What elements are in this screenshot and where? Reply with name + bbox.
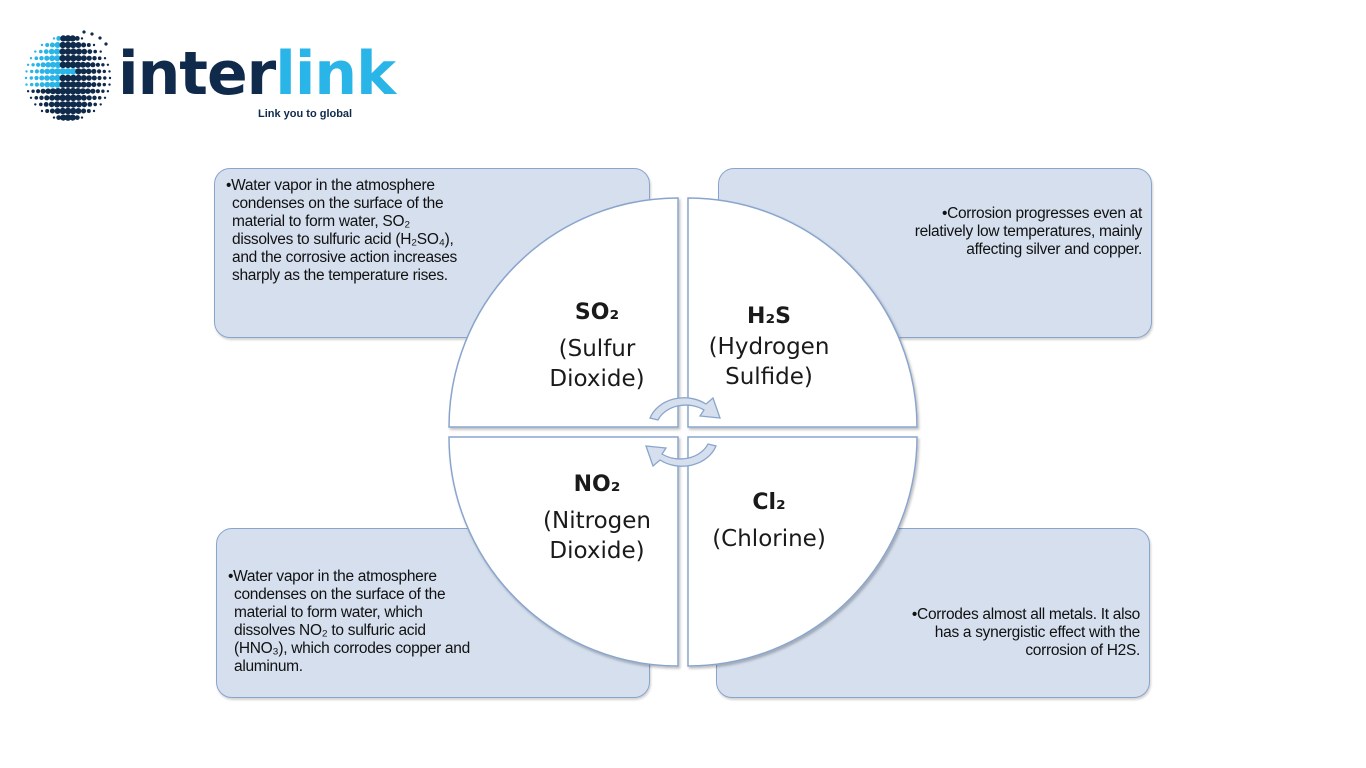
so2-formula: SO₂	[574, 300, 620, 325]
no2-desc-line: •Water vapor in the atmosphere	[228, 568, 437, 585]
no2-quadrant	[448, 436, 679, 667]
cl2-formula: Cl₂	[752, 490, 786, 515]
so2-desc-line: and the corrosive action increases	[232, 249, 458, 266]
no2-desc-line: dissolves NO₂ to sulfuric acid	[234, 622, 426, 639]
logo-word-link: link	[275, 39, 396, 109]
cl2-desc-line: •Corrodes almost all metals. It also	[911, 606, 1140, 623]
so2-name-line2: Dioxide)	[549, 366, 645, 392]
no2-desc-line: aluminum.	[234, 658, 303, 675]
no2-desc-line: (HNO₃), which corrodes copper and	[234, 640, 470, 657]
globe-dots-icon	[24, 30, 112, 121]
no2-desc-line: condenses on the surface of the	[234, 586, 446, 603]
logo-word-inter: inter	[118, 39, 276, 109]
h2s-desc-line: •Corrosion progresses even at	[941, 205, 1142, 222]
logo-wordmark: interlink	[118, 39, 396, 109]
cl2-label: Cl₂ (Chlorine)	[700, 488, 838, 554]
so2-label: SO₂ (Sulfur Dioxide)	[530, 298, 664, 394]
so2-quadrant	[448, 197, 679, 428]
h2s-desc-line: affecting silver and copper.	[966, 241, 1142, 258]
no2-name-line1: (Nitrogen	[543, 508, 651, 534]
no2-description-text: •Water vapor in the atmosphere condenses…	[228, 568, 470, 676]
no2-formula: NO₂	[573, 472, 621, 497]
h2s-label: H₂S (Hydrogen Sulfide)	[700, 302, 838, 392]
cl2-desc-line: has a synergistic effect with the	[934, 624, 1141, 641]
company-logo: interlink Link you to global	[22, 28, 396, 128]
so2-desc-line: dissolves to sulfuric acid (H₂SO₄),	[232, 231, 454, 248]
no2-label: NO₂ (Nitrogen Dioxide)	[530, 470, 664, 566]
no2-name-line2: Dioxide)	[549, 538, 645, 564]
cycle-arrow-top-icon	[649, 396, 721, 421]
so2-desc-line: •Water vapor in the atmosphere	[226, 177, 435, 194]
cl2-desc-line: corrosion of H2S.	[1025, 642, 1140, 659]
cycle-arrow-bottom-icon	[645, 443, 717, 468]
h2s-formula: H₂S	[747, 304, 791, 329]
h2s-quadrant	[687, 197, 918, 428]
h2s-desc-line: relatively low temperatures, mainly	[914, 223, 1143, 240]
so2-description-text: •Water vapor in the atmosphere condenses…	[226, 177, 457, 285]
h2s-name-line1: (Hydrogen	[708, 334, 830, 360]
so2-desc-line: material to form water, SO₂	[232, 213, 410, 230]
cl2-description-text: •Corrodes almost all metals. It also has…	[912, 606, 1140, 660]
h2s-name-line2: Sulfide)	[725, 364, 813, 390]
cl2-quadrant	[687, 436, 918, 667]
h2s-description-text: •Corrosion progresses even at relatively…	[914, 205, 1143, 259]
no2-desc-line: material to form water, which	[234, 604, 423, 621]
so2-desc-line: condenses on the surface of the	[232, 195, 444, 212]
so2-name-line1: (Sulfur	[558, 336, 636, 362]
so2-desc-line: sharply as the temperature rises.	[232, 267, 448, 284]
cl2-name-line1: (Chlorine)	[712, 526, 826, 552]
logo-tagline: Link you to global	[258, 108, 353, 120]
